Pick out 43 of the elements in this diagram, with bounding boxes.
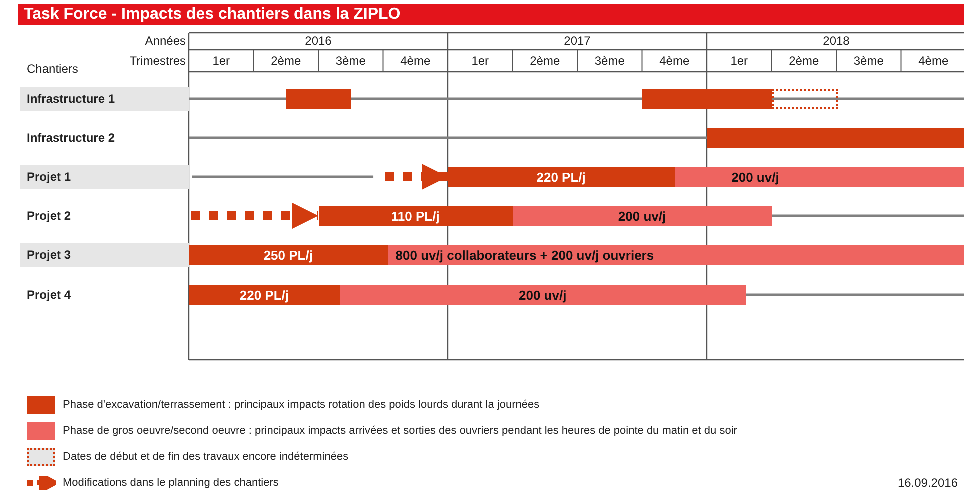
phase-bar — [286, 89, 351, 109]
phase-bar: 200 uv/j — [512, 206, 772, 226]
quarter-label: 2ème — [788, 53, 820, 69]
row-label: Infrastructure 1 — [20, 87, 189, 111]
title-banner: Task Force - Impacts des chantiers dans la ZIPLO — [18, 4, 964, 25]
axis-label: Trimestres — [130, 53, 186, 69]
undetermined-bar — [772, 89, 838, 109]
legend-text: Phase de gros oeuvre/second oeuvre : principaux impacts arrivées et sorties des ouvriers pendant les heures de pointe du matin et du soir — [63, 424, 738, 439]
legend-text: Dates de début et de fin des travaux encore indéterminées — [63, 450, 349, 465]
quarter-label: 1er — [730, 53, 750, 69]
axis-label: Chantiers — [27, 61, 78, 77]
row-label: Projet 1 — [20, 165, 189, 189]
quarter-label: 1er — [470, 53, 490, 69]
quarter-label: 4ème — [400, 53, 432, 69]
quarter-label: 3ème — [594, 53, 626, 69]
year-label: 2016 — [304, 33, 333, 49]
phase-bar: 800 uv/j collaborateurs + 200 uv/j ouvriers — [388, 245, 964, 265]
dashed-arrow — [191, 203, 318, 229]
year-label: 2018 — [822, 33, 851, 49]
phase-bar: 220 PL/j — [448, 167, 675, 187]
phase-bar: 220 PL/j — [189, 285, 340, 305]
phase-bar: 200 uv/j — [674, 167, 964, 187]
row-label: Infrastructure 2 — [26, 130, 116, 147]
date-label: 16.09.2016 — [898, 475, 958, 491]
legend-text: Phase d'excavation/terrassement : principaux impacts rotation des poids lourds durant la journées — [63, 398, 540, 413]
row-label: Projet 4 — [26, 287, 72, 304]
axis-label: Années — [145, 33, 186, 49]
quarter-label: 4ème — [658, 53, 691, 69]
phase-bar — [707, 128, 964, 148]
phase-bar — [642, 89, 772, 109]
phase-bar: 200 uv/j — [340, 285, 746, 305]
legend-text: Modifications dans le planning des chantiers — [63, 476, 279, 491]
phase-bar: 110 PL/j — [318, 206, 513, 226]
quarter-label: 3ème — [334, 53, 367, 69]
quarter-label: 2ème — [529, 53, 562, 69]
quarter-label: 2ème — [270, 53, 302, 69]
quarter-label: 4ème — [918, 53, 950, 69]
row-label: Projet 2 — [26, 208, 72, 225]
row-label: Projet 3 — [20, 243, 189, 267]
phase-bar: 250 PL/j — [189, 245, 388, 265]
quarter-label: 3ème — [852, 53, 885, 69]
year-label: 2017 — [563, 33, 592, 49]
dashed-arrow — [385, 164, 448, 190]
